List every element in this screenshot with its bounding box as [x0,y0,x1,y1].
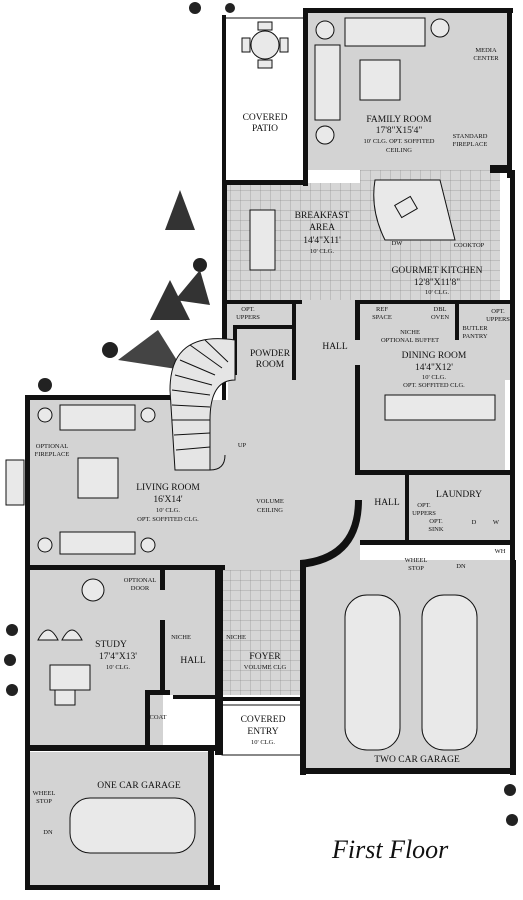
study-dim: 17'4"X13' [99,652,137,662]
two-car-garage-label: TWO CAR GARAGE [374,755,460,765]
dw-label: DW [392,240,404,247]
opt-uppers-laundry: OPT. [417,502,431,509]
svg-text:UPPERS: UPPERS [486,316,510,323]
foyer-note: VOLUME CLG [244,664,287,671]
family-room-note2: CEILING [386,147,412,154]
svg-text:UPPERS: UPPERS [236,314,260,321]
dn-right-label: DN [456,563,466,570]
svg-text:OVEN: OVEN [431,314,449,321]
kitchen-note: 10' CLG. [425,289,449,296]
dining-note2: OPT. SOFFITED CLG. [403,382,465,389]
floor-title: First Floor [331,835,449,864]
kitchen-dim: 12'8"X11'8" [414,278,460,288]
family-room-note1: 10' CLG. OPT. SOFFITED [364,138,435,145]
optional-fireplace-label: OPTIONAL [36,443,69,450]
dining-dim: 14'4"X12' [415,363,453,373]
landscaping [4,2,518,826]
powder-room-label: POWDER [250,349,291,359]
kitchen-label: GOURMET KITCHEN [392,266,483,276]
w-label: W [493,519,500,526]
hall-top-label: HALL [322,342,348,352]
volume-ceiling-label: VOLUME [256,498,284,505]
svg-text:DOOR: DOOR [131,585,150,592]
study-label: STUDY [95,640,127,650]
walls [25,8,516,890]
svg-text:ROOM: ROOM [256,360,285,370]
study-note: 10' CLG. [106,664,130,671]
coat-label: COAT [150,714,167,721]
family-room-dim: 17'8"X15'4" [376,126,423,136]
curved-staircase [169,338,236,471]
wheel-stop-left: WHEEL [33,790,56,797]
media-center-label: MEDIA [475,47,497,54]
wh-label: WH [495,548,506,555]
svg-text:STOP: STOP [36,798,52,805]
living-note1: 10' CLG. [156,507,180,514]
living-label: LIVING ROOM [136,483,200,493]
butler-pantry-label: BUTLER [462,325,488,332]
hall-mid-label: HALL [374,498,400,508]
opt-uppers-right: OPT. [491,308,505,315]
svg-text:PANTRY: PANTRY [462,333,487,340]
ref-space-label: REF [376,306,388,313]
breakfast-label-1: BREAKFAST [295,211,350,221]
dining-label: DINING ROOM [402,351,467,361]
svg-text:FIREPLACE: FIREPLACE [453,141,488,148]
up-label: UP [238,442,247,449]
breakfast-label-2: AREA [309,223,335,233]
niche-buffet-label: NICHE [400,329,420,336]
living-note2: OPT. SOFFITED CLG. [137,516,199,523]
svg-text:SINK: SINK [428,526,443,533]
furniture [5,17,496,854]
svg-text:UPPERS: UPPERS [412,510,436,517]
one-car-garage-label: ONE CAR GARAGE [97,781,181,791]
cooktop-label: COOKTOP [454,242,485,249]
niche-right-label: NICHE [226,634,246,641]
dining-note: 10' CLG. [422,374,446,381]
living-dim: 16'X14' [153,495,183,505]
covered-entry-label-2: ENTRY [247,727,278,737]
opt-uppers-left: OPT. [241,306,255,313]
covered-entry-note: 10' CLG. [251,739,275,746]
svg-text:SPACE: SPACE [372,314,392,321]
optional-door-label: OPTIONAL [124,577,157,584]
breakfast-dim: 14'4"X11' [303,236,341,246]
svg-text:FIREPLACE: FIREPLACE [35,451,70,458]
covered-patio-label: COVERED [243,113,288,123]
svg-text:CENTER: CENTER [473,55,499,62]
covered-entry-label-1: COVERED [241,715,286,725]
wheel-stop-right: WHEEL [405,557,428,564]
svg-text:CEILING: CEILING [257,507,283,514]
svg-text:STOP: STOP [408,565,424,572]
foyer-label: FOYER [249,652,281,662]
opt-sink-label: OPT. [429,518,443,525]
dbl-oven-label: DBL [434,306,447,313]
breakfast-note: 10' CLG. [310,248,334,255]
svg-text:OPTIONAL BUFFET: OPTIONAL BUFFET [381,337,439,344]
family-room-label: FAMILY ROOM [366,115,432,125]
hall-lower-label: HALL [180,656,206,666]
laundry-label: LAUNDRY [436,490,482,500]
standard-fireplace-label: STANDARD [453,133,488,140]
d-label: D [472,519,477,526]
niche-left-label: NICHE [171,634,191,641]
dn-left-label: DN [43,829,53,836]
